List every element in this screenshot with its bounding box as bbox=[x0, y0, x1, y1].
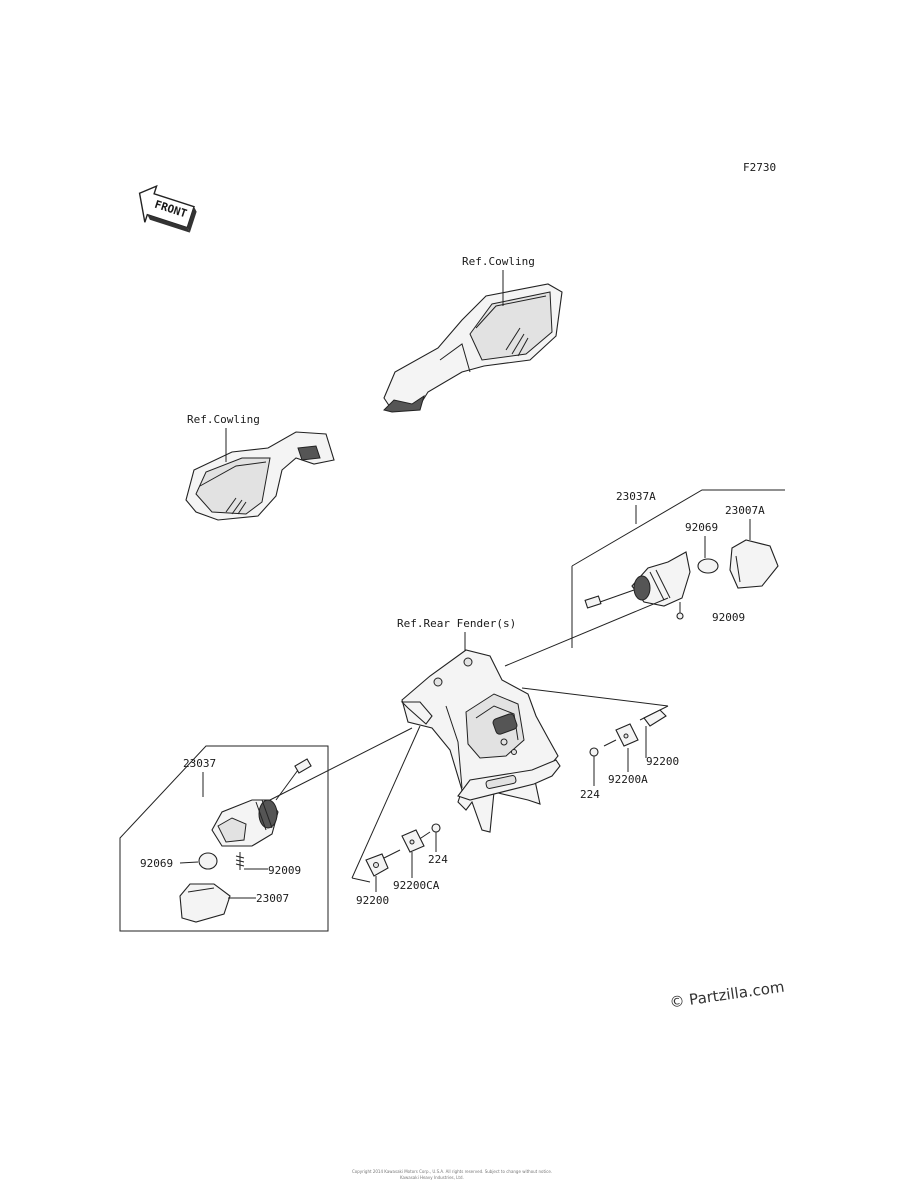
part-224-left-label: 224 bbox=[428, 853, 448, 866]
right-turn-signal-assembly bbox=[584, 551, 691, 620]
part-92009-right-label: 92009 bbox=[712, 611, 745, 624]
ref-rear-fender-label: Ref.Rear Fender(s) bbox=[397, 617, 516, 630]
footer-copyright: Copyright 2014 Kawasaki Motors Corp., U.… bbox=[352, 1169, 552, 1174]
right-mirror bbox=[383, 283, 563, 413]
right-mount-hardware bbox=[589, 709, 667, 786]
front-arrow-icon: FRONT bbox=[138, 184, 197, 233]
footer-company: Kawasaki Heavy Industries, Ltd. bbox=[400, 1175, 464, 1180]
ref-cowling-lower-label: Ref.Cowling bbox=[187, 413, 260, 426]
part-92009-left-label: 92009 bbox=[268, 864, 301, 877]
left-screw bbox=[235, 852, 245, 870]
part-92069-left-label: 92069 bbox=[140, 857, 173, 870]
part-23037A-label: 23037A bbox=[616, 490, 656, 503]
partzilla-watermark: © Partzilla.com bbox=[668, 978, 785, 1012]
part-92069-right-label: 92069 bbox=[685, 521, 718, 534]
part-92200A-label: 92200A bbox=[608, 773, 648, 786]
left-turn-signal-assembly bbox=[211, 758, 312, 847]
left-mirror bbox=[185, 431, 335, 521]
part-92200-left-label: 92200 bbox=[356, 894, 389, 907]
part-23037-label: 23037 bbox=[183, 757, 216, 770]
right-signal-lens bbox=[729, 539, 779, 589]
ref-cowling-upper-label: Ref.Cowling bbox=[462, 255, 535, 268]
rear-fender-bracket bbox=[400, 649, 561, 833]
part-92200CA-label: 92200CA bbox=[393, 879, 440, 892]
left-bulb bbox=[198, 852, 218, 870]
left-signal-lens bbox=[179, 883, 231, 923]
right-bulb bbox=[697, 558, 719, 574]
left-mount-hardware bbox=[365, 823, 441, 892]
diagram-code: F2730 bbox=[743, 161, 776, 174]
part-224-right-label: 224 bbox=[580, 788, 600, 801]
part-23007-label: 23007 bbox=[256, 892, 289, 905]
part-23007A-label: 23007A bbox=[725, 504, 765, 517]
part-92200-right-label: 92200 bbox=[646, 755, 679, 768]
